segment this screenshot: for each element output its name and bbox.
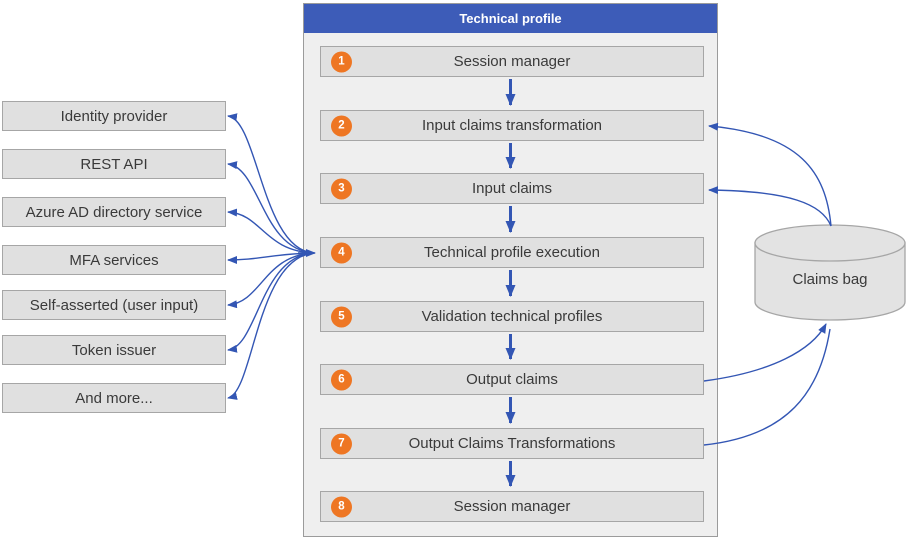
provider-label: MFA services — [69, 251, 159, 269]
step-box-session-manager-end: 8 Session manager — [320, 491, 704, 522]
provider-box-identity-provider: Identity provider — [2, 101, 226, 131]
step-label: Technical profile execution — [424, 244, 600, 261]
step-box-output-claims-transformations: 7 Output Claims Transformations — [320, 428, 704, 459]
provider-box-self-asserted: Self-asserted (user input) — [2, 290, 226, 320]
arrow-execution-self-asserted — [227, 252, 315, 309]
provider-label: Token issuer — [71, 341, 157, 359]
step-label: Input claims transformation — [421, 117, 603, 134]
step-box-output-claims: 6 Output claims — [320, 364, 704, 395]
step-box-technical-profile-execution: 4 Technical profile execution — [320, 237, 704, 268]
step-label: Session manager — [453, 53, 571, 70]
step-box-input-claims-transformation: 2 Input claims transformation — [320, 110, 704, 141]
claims-bag-label: Claims bag — [792, 270, 868, 288]
step-number-badge: 4 — [331, 242, 352, 263]
provider-box-mfa-services: MFA services — [2, 245, 226, 275]
arrow-execution-rest-api — [227, 161, 315, 254]
step-number-badge: 6 — [331, 369, 352, 390]
arrow-execution-identity-provider — [227, 113, 315, 254]
arrow-output-claims-transformations-claimsbag — [703, 328, 831, 446]
provider-box-rest-api: REST API — [2, 149, 226, 179]
step-box-validation-technical-profiles: 5 Validation technical profiles — [320, 301, 704, 332]
step-box-session-manager-start: 1 Session manager — [320, 46, 704, 77]
provider-label: And more... — [75, 389, 153, 407]
step-label: Session manager — [453, 498, 571, 515]
step-number-badge: 7 — [331, 433, 352, 454]
step-label: Output claims — [466, 371, 558, 388]
provider-label: Identity provider — [60, 107, 168, 125]
step-number-badge: 1 — [331, 51, 352, 72]
step-label: Validation technical profiles — [421, 308, 603, 325]
arrow-claimsbag-input-claims — [708, 186, 832, 227]
arrow-execution-mfa — [227, 252, 315, 264]
arrow-execution-azure-ad — [227, 208, 315, 254]
step-label: Output Claims Transformations — [408, 435, 616, 452]
arrow-execution-token-issuer — [227, 252, 315, 353]
step-number-badge: 8 — [331, 496, 352, 517]
arrow-execution-and-more — [227, 252, 315, 400]
arrow-claimsbag-input-claims-transformation — [708, 122, 832, 227]
arrow-output-claims-claimsbag — [703, 323, 827, 382]
provider-label: Azure AD directory service — [25, 203, 203, 221]
provider-label: Self-asserted (user input) — [29, 296, 199, 314]
panel-title: Technical profile — [304, 4, 717, 33]
step-label: Input claims — [471, 180, 553, 197]
step-number-badge: 5 — [331, 306, 352, 327]
provider-box-and-more: And more... — [2, 383, 226, 413]
step-number-badge: 2 — [331, 115, 352, 136]
provider-box-token-issuer: Token issuer — [2, 335, 226, 365]
provider-box-azure-ad-directory-service: Azure AD directory service — [2, 197, 226, 227]
step-number-badge: 3 — [331, 178, 352, 199]
provider-label: REST API — [80, 155, 148, 173]
step-box-input-claims: 3 Input claims — [320, 173, 704, 204]
